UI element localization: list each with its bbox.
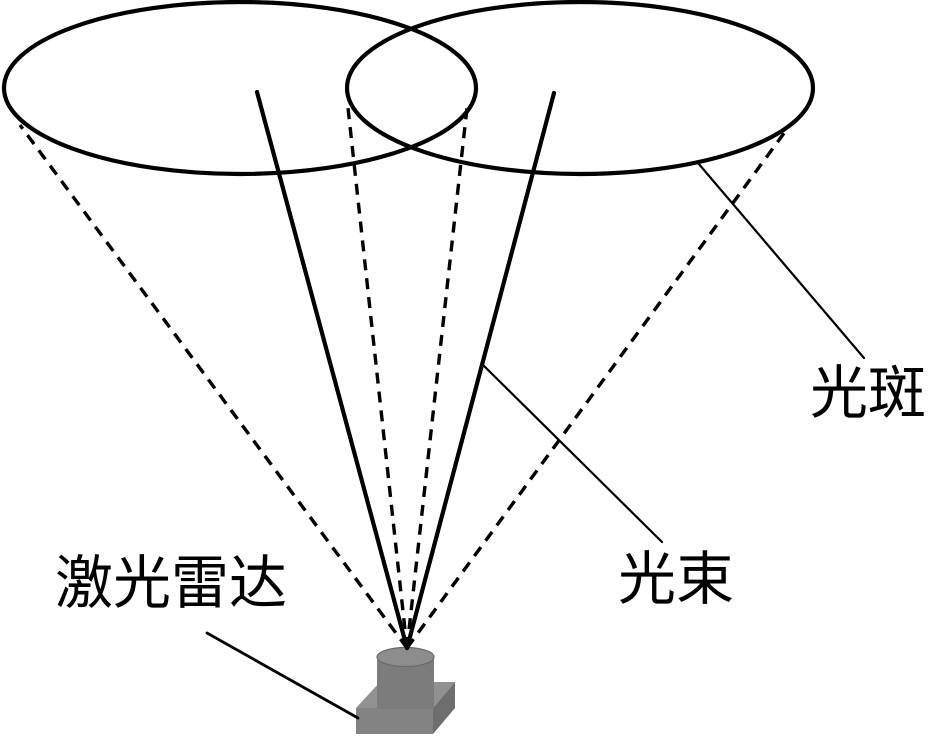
beam-label: 光束 bbox=[618, 547, 735, 612]
device-base-right-face bbox=[433, 682, 455, 734]
beam-leader-line bbox=[481, 363, 664, 544]
left-spot-ellipse bbox=[1, 0, 479, 177]
lidar-device bbox=[356, 646, 455, 734]
lidar-leader-line bbox=[205, 631, 360, 720]
right-spot-ellipse bbox=[344, 0, 816, 177]
cone-edge-dashed-far-right bbox=[405, 123, 792, 650]
cone-edges bbox=[18, 107, 792, 650]
device-cylinder-top bbox=[376, 646, 435, 668]
device-base-front-face bbox=[356, 708, 433, 734]
light-spots bbox=[1, 0, 816, 177]
cone-edge-dashed-mid-right bbox=[405, 107, 469, 649]
spot-leader-line bbox=[696, 161, 866, 360]
leader-lines bbox=[205, 161, 866, 720]
spot-label: 光斑 bbox=[810, 361, 927, 426]
cone-edge-dashed-mid-left bbox=[346, 107, 409, 649]
lidar-label: 激光雷达 bbox=[55, 551, 288, 616]
cone-edge-dashed-far-left bbox=[18, 123, 409, 650]
beam-lines bbox=[254, 89, 557, 651]
laser-beam-axis-left bbox=[254, 89, 410, 651]
laser-beam-axis-right bbox=[404, 90, 557, 651]
